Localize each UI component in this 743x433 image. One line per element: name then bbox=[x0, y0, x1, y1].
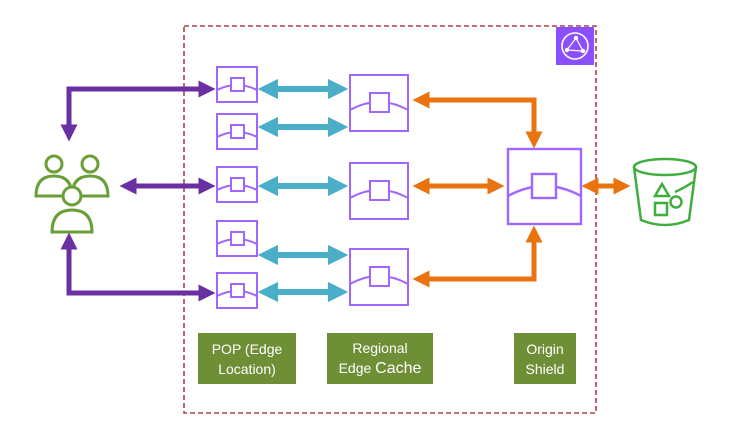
regional-cache-node bbox=[349, 74, 409, 132]
origin-shield-label: Origin Shield bbox=[514, 333, 576, 384]
regional-cache-nodes bbox=[349, 74, 409, 306]
regional-to-shield-top-arrow bbox=[412, 91, 543, 149]
users-group-icon bbox=[34, 154, 110, 234]
purple-arrows bbox=[60, 80, 216, 302]
s3-bucket-icon bbox=[632, 157, 698, 227]
regional-label-line2: Edge Cache bbox=[339, 358, 422, 379]
user-to-pop-top-arrow bbox=[60, 80, 216, 142]
pop-node bbox=[216, 66, 258, 103]
regional-cache-node bbox=[349, 162, 409, 220]
regional-edge-cache-label: Regional Edge Cache bbox=[327, 333, 433, 384]
regional-label-line1: Regional bbox=[352, 340, 408, 356]
regional-label-edge: Edge bbox=[338, 360, 376, 376]
regional-cache-node bbox=[349, 248, 409, 306]
orange-arrows bbox=[412, 91, 631, 288]
pop-node bbox=[216, 166, 258, 203]
cloudfront-boundary bbox=[183, 25, 597, 414]
pop-node bbox=[216, 272, 258, 309]
origin-shield-node bbox=[506, 147, 583, 226]
teal-arrows bbox=[257, 78, 349, 303]
pop-node bbox=[216, 220, 258, 257]
regional-label-cache: Cache bbox=[375, 360, 422, 377]
origin-label-line1: Origin bbox=[526, 340, 564, 357]
origin-label-line2: Shield bbox=[525, 360, 565, 377]
regional-to-shield-bottom-arrow bbox=[412, 225, 543, 288]
cloudfront-icon bbox=[556, 27, 594, 65]
pop-label-line2: Location) bbox=[218, 360, 276, 377]
pop-edge-location-label: POP (Edge Location) bbox=[198, 333, 296, 384]
user-to-pop-bottom-arrow bbox=[60, 232, 216, 302]
pop-node bbox=[216, 113, 258, 150]
pop-label-line1: POP (Edge bbox=[211, 340, 283, 357]
pop-nodes bbox=[216, 66, 258, 309]
